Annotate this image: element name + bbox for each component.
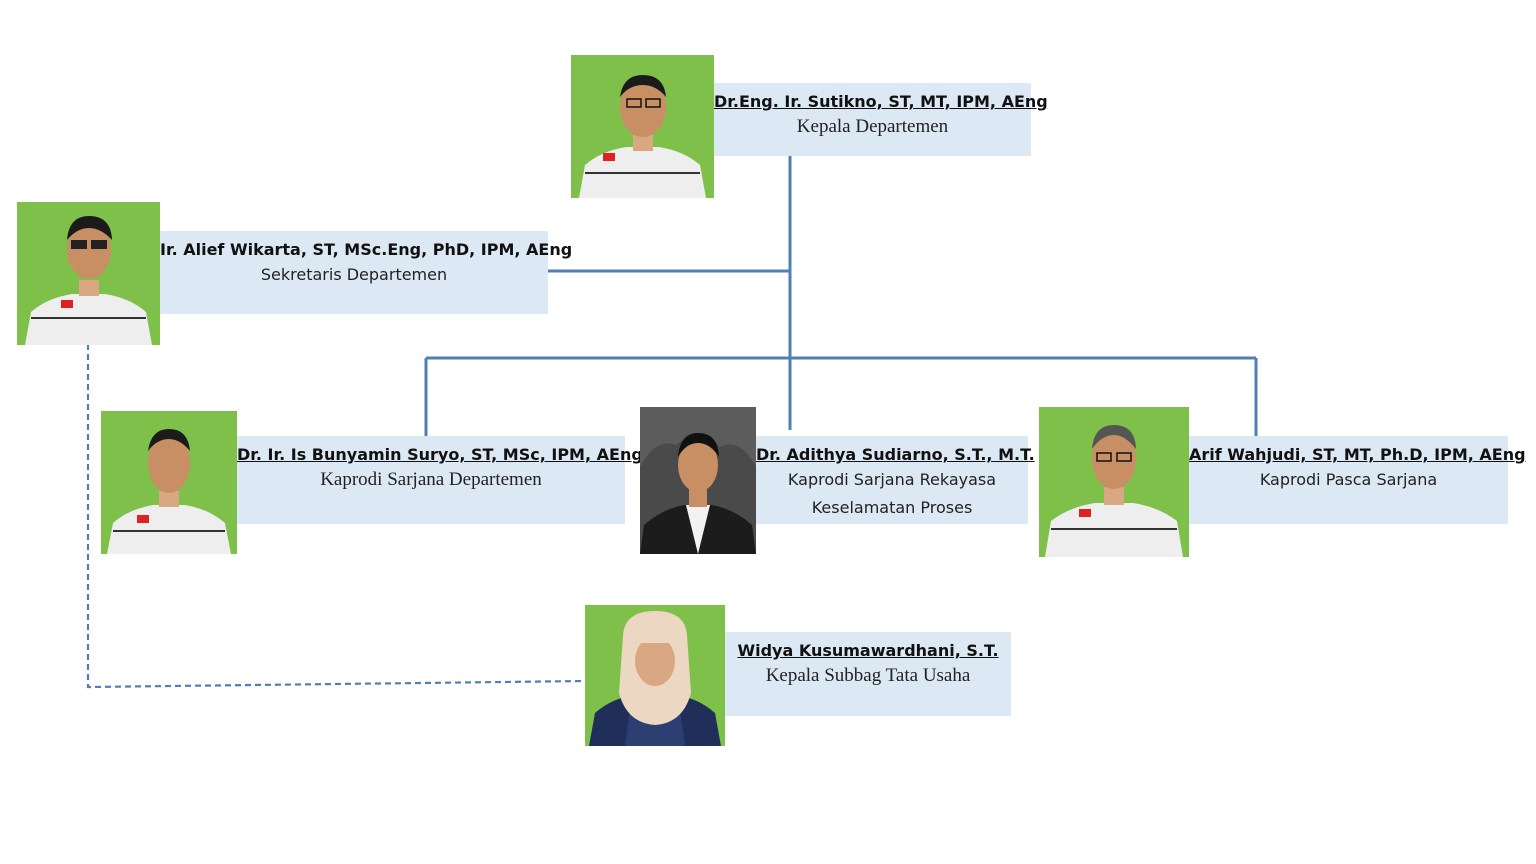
head-name: Dr.Eng. Ir. Sutikno, ST, MT, IPM, AEng (714, 92, 1048, 111)
kasubbag-name: Widya Kusumawardhani, S.T. (737, 641, 999, 660)
card-head: Dr.Eng. Ir. Sutikno, ST, MT, IPM, AEng K… (714, 83, 1048, 156)
card-kasubbag: Widya Kusumawardhani, S.T. Kepala Subbag… (725, 632, 1011, 716)
card-secretary: Ir. Alief Wikarta, ST, MSc.Eng, PhD, IPM… (160, 231, 573, 314)
kaprodi-rekayasa-name: Dr. Adithya Sudiarno, S.T., M.T. (756, 445, 1035, 464)
head-role: Kepala Departemen (796, 116, 949, 137)
photo-kaprodi-pasca (1039, 407, 1189, 557)
card-kaprodi-sarjana: Dr. Ir. Is Bunyamin Suryo, ST, MSc, IPM,… (237, 436, 643, 524)
person-photo-icon (585, 605, 725, 746)
card-kaprodi-rekayasa: Dr. Adithya Sudiarno, S.T., M.T. Kaprodi… (756, 436, 1035, 524)
kaprodi-rekayasa-role-line2: Keselamatan Proses (811, 498, 973, 517)
photo-kaprodi-rekayasa (640, 407, 756, 554)
kaprodi-sarjana-role: Kaprodi Sarjana Departemen (320, 469, 542, 490)
kaprodi-pasca-role: Kaprodi Pasca Sarjana (1259, 470, 1438, 489)
photo-head (571, 55, 714, 198)
kasubbag-role: Kepala Subbag Tata Usaha (765, 665, 971, 686)
kaprodi-rekayasa-role-line1: Kaprodi Sarjana Rekayasa (787, 470, 997, 489)
secretary-role: Sekretaris Departemen (260, 265, 448, 284)
card-kaprodi-pasca: Arif Wahjudi, ST, MT, Ph.D, IPM, AEng Ka… (1189, 436, 1526, 524)
person-photo-icon (640, 407, 756, 554)
connector-dashed-kasubbag (86, 344, 586, 689)
person-photo-icon (571, 55, 714, 198)
secretary-name: Ir. Alief Wikarta, ST, MSc.Eng, PhD, IPM… (160, 240, 573, 259)
person-photo-icon (17, 202, 160, 345)
photo-kaprodi-sarjana (101, 411, 237, 554)
kaprodi-sarjana-name: Dr. Ir. Is Bunyamin Suryo, ST, MSc, IPM,… (237, 445, 643, 464)
photo-secretary (17, 202, 160, 345)
person-photo-icon (101, 411, 237, 554)
kaprodi-pasca-name: Arif Wahjudi, ST, MT, Ph.D, IPM, AEng (1189, 445, 1526, 464)
person-photo-icon (1039, 407, 1189, 557)
photo-kasubbag (585, 605, 725, 746)
